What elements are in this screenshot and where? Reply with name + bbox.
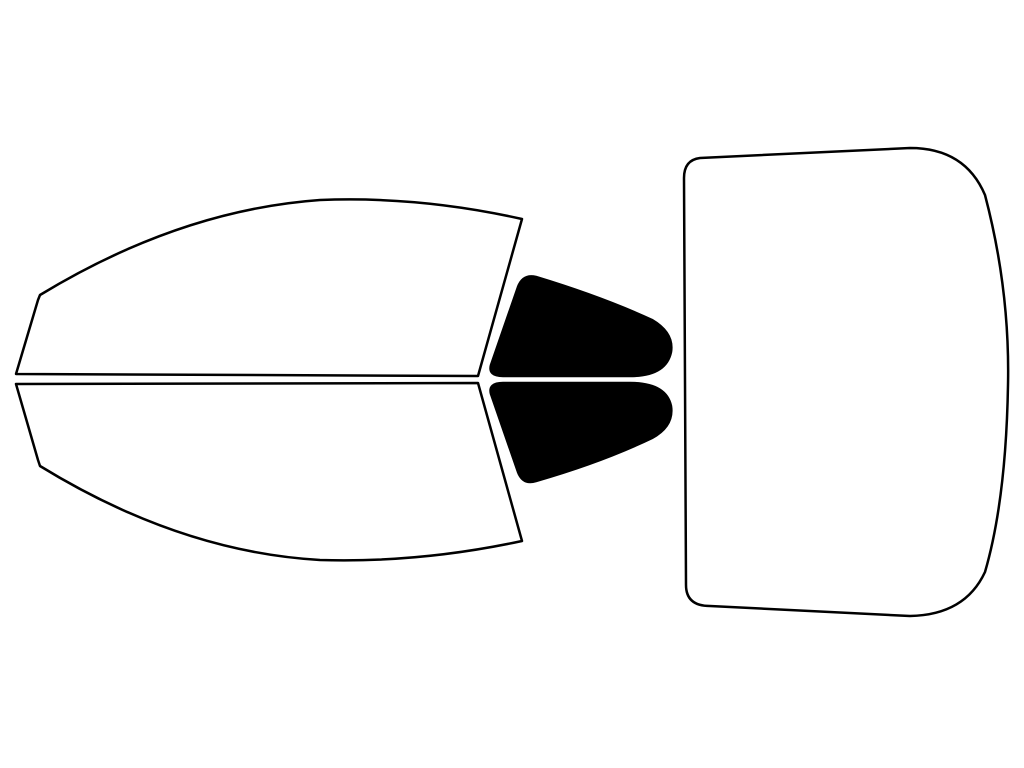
rear-quarter-window-top <box>489 275 673 378</box>
front-door-window-bottom <box>14 381 524 562</box>
rear-windshield <box>682 146 1010 618</box>
front-door-window-top <box>14 198 524 378</box>
rear-quarter-window-bottom <box>489 381 673 484</box>
